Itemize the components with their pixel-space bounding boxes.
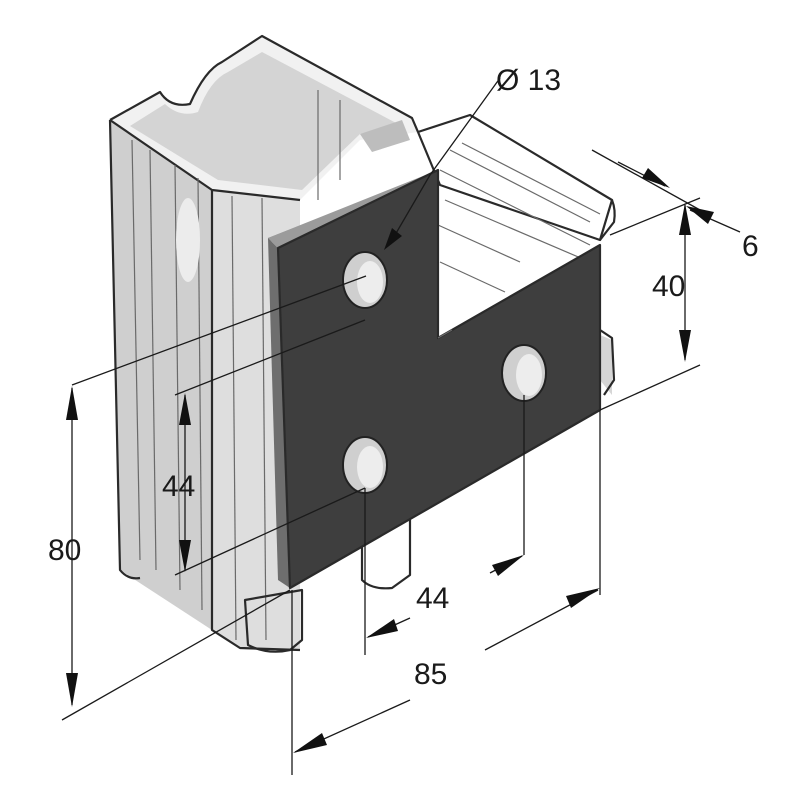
offset-40-arrow-bottom: [679, 330, 691, 362]
dimension-lines: [61, 77, 741, 775]
vertical-profile-left-face: [110, 120, 212, 630]
label-vertical-hole-spacing: 44: [162, 470, 195, 503]
diameter-arrow: [384, 228, 402, 250]
vertical-profile-outline-top: [109, 34, 420, 133]
spacing-44-v-arrow-top: [179, 393, 191, 425]
thickness-arrow-1: [642, 168, 670, 188]
plate-inner-corner: [437, 329, 453, 339]
spacing-44-h-arrow-2: [492, 555, 524, 576]
groove-5: [437, 224, 521, 263]
diameter-leader: [394, 77, 501, 236]
offset-40-extension: [599, 364, 701, 411]
offset-40-arrow-top: [679, 203, 691, 235]
plate-outline: [276, 168, 602, 590]
hole-extension-bottom: [174, 487, 366, 576]
vertical-profile-cavity: [130, 52, 398, 190]
horizontal-profile-end: [599, 199, 616, 241]
stub-right: [360, 498, 412, 590]
profile-stubs: [243, 498, 412, 653]
label-top-offset: 40: [652, 270, 685, 303]
profile-highlight: [176, 198, 200, 282]
horizontal-profile-top: [416, 113, 614, 242]
v-groove-2: [149, 149, 157, 571]
groove-4: [444, 199, 591, 263]
groove-6: [439, 261, 506, 293]
plate-left-edge: [268, 238, 290, 588]
groove-1: [449, 149, 591, 223]
height-80-arrow-bottom: [66, 673, 78, 707]
groove-3: [439, 169, 591, 246]
label-plate-width: 85: [414, 658, 447, 691]
width-85-arrow-1: [293, 733, 327, 753]
hole-top-inner: [357, 261, 383, 303]
v-groove-1: [131, 139, 141, 561]
label-plate-thickness: 6: [742, 230, 759, 263]
thickness-extension-1: [591, 149, 701, 211]
label-plate-height: 80: [48, 534, 81, 567]
v-groove-5: [231, 195, 237, 641]
vertical-profile-outline-left: [108, 119, 141, 580]
height-80-extension: [61, 589, 291, 721]
spacing-44-v-arrow-bottom: [179, 540, 191, 572]
horizontal-profile-lower-tab: [599, 329, 616, 396]
hole-centerline-top: [71, 275, 367, 386]
hole-extension-top: [174, 319, 366, 396]
thickness-arrow-2: [686, 206, 714, 224]
vertical-profile-outline-front: [210, 190, 301, 652]
height-80-arrow-top: [66, 386, 78, 420]
spacing-44-h-arrow-1: [366, 619, 398, 638]
angle-plate: [268, 168, 602, 590]
vertical-profile: [108, 34, 420, 652]
width-85-arrow-2: [566, 588, 600, 608]
groove-2: [461, 142, 601, 215]
hole-right-inner: [516, 354, 542, 396]
label-horizontal-hole-spacing: 44: [416, 582, 449, 615]
stub-left: [243, 588, 304, 653]
v-groove-3: [174, 164, 181, 591]
dimension-labels: Ø 13 6 40 44 44 80 85: [48, 64, 759, 691]
v-groove-6: [261, 197, 267, 641]
label-hole-diameter: Ø 13: [496, 64, 561, 97]
vertical-profile-slot: [360, 120, 410, 152]
hole-bottom-inner: [357, 446, 383, 488]
